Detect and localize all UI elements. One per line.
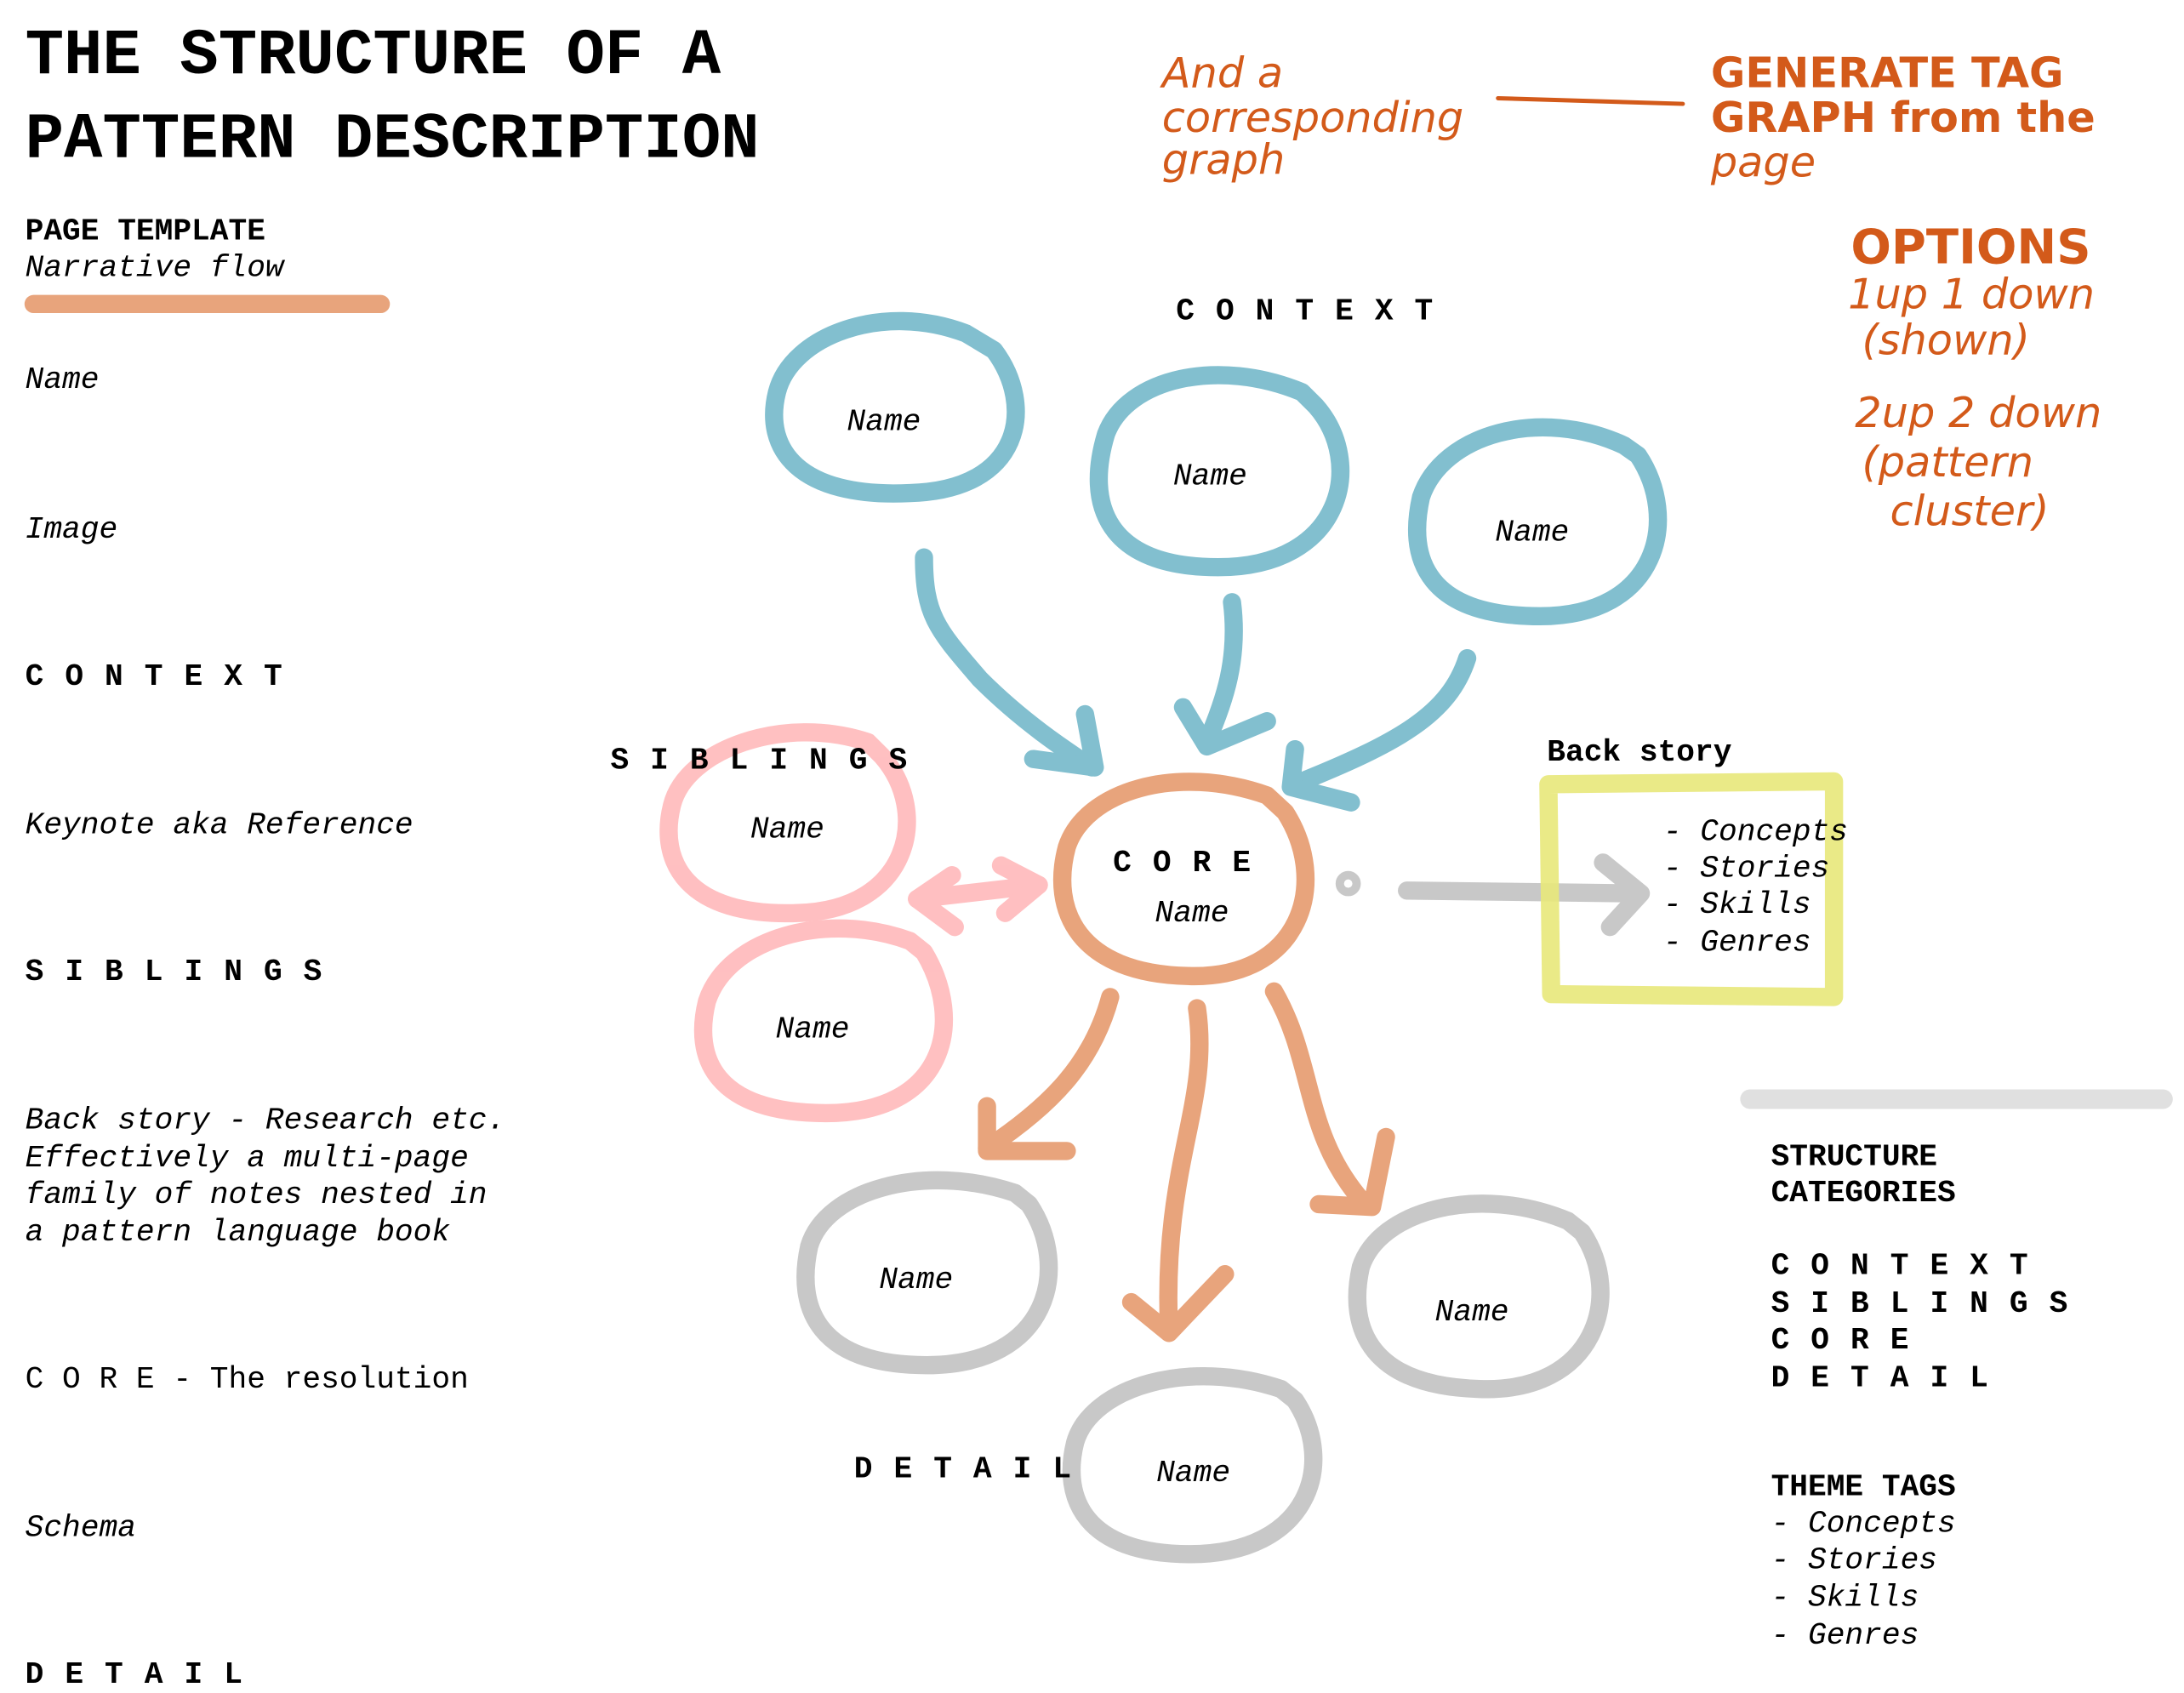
template-siblings: S I B L I N G S [26, 955, 323, 989]
title-line-2: PATTERN DESCRIPTION [26, 104, 760, 177]
template-name: Name [26, 362, 100, 397]
annotation-options-heading: OPTIONS [1850, 220, 2090, 276]
sibling-nodes [659, 723, 1048, 1123]
narrative-flow-label: Narrative flow [26, 250, 286, 285]
annotation-option-2-note-2: cluster) [1890, 486, 2049, 535]
annotation-option-2: 2up 2 down [1855, 388, 2101, 437]
graph-detail-label: D E T A I L [854, 1451, 1073, 1486]
graph-core-label: C O R E [1113, 846, 1252, 881]
context-arrowhead-2 [1173, 698, 1276, 756]
backstory-title: Back story [1547, 735, 1731, 770]
page-template-heading: PAGE TEMPLATE [26, 214, 265, 249]
context-node-circle-1 [765, 311, 1025, 503]
detail-node-circle-3 [1062, 1366, 1323, 1564]
context-node-2[interactable]: Name [1173, 459, 1247, 494]
context-node-circle-3 [1408, 418, 1668, 626]
detail-arrow-3 [1264, 982, 1375, 1214]
context-node-1[interactable]: Name [847, 404, 921, 439]
detail-node-1[interactable]: Name [879, 1263, 953, 1297]
template-core: C O R E - The resolution [26, 1362, 469, 1397]
detail-arrowhead-3 [1309, 1127, 1395, 1217]
annotation-option-1: 1up 1 down [1848, 269, 2095, 318]
annotation-generate-3: page [1710, 138, 1816, 187]
backstory-box [1539, 772, 1844, 1006]
sibling-arrow [908, 875, 1048, 909]
backstory-dot [1335, 870, 1361, 897]
context-arrow-1 [915, 548, 1102, 777]
detail-node-circle-1 [796, 1171, 1058, 1375]
detail-arrow-1 [978, 988, 1120, 1158]
detail-nodes [796, 853, 1651, 1564]
context-arrowhead-3 [1281, 739, 1360, 812]
theme-tags-heading: THEME TAGS [1771, 1470, 1956, 1505]
backstory-arrow [1398, 881, 1647, 903]
sibling-node-2[interactable]: Name [776, 1012, 850, 1047]
theme-skills: - Skills [1771, 1581, 1919, 1616]
template-context: C O N T E X T [26, 659, 284, 694]
detail-arrowhead-1 [978, 1097, 1076, 1160]
category-siblings: S I B L I N G S [1771, 1286, 2069, 1321]
annotation-option-2-note-1: (pattern [1862, 437, 2034, 487]
template-backstory-4: a pattern language book [26, 1215, 451, 1250]
category-core: C O R E [1771, 1323, 1911, 1358]
core-node-group [978, 772, 1395, 1342]
template-schema: Schema [26, 1510, 136, 1545]
structure-heading-1: STRUCTURE [1771, 1139, 1937, 1174]
context-arrow-2 [1197, 593, 1243, 752]
context-node-3[interactable]: Name [1495, 515, 1569, 550]
detail-arrow-2 [1159, 999, 1209, 1340]
category-context: C O N T E X T [1771, 1249, 2030, 1284]
template-detail: D E T A I L [26, 1657, 244, 1692]
title-line-1: THE STRUCTURE OF A [26, 20, 721, 93]
context-arrow-3 [1286, 648, 1477, 794]
sibling-node-1[interactable]: Name [750, 812, 824, 846]
theme-concepts: - Concepts [1771, 1506, 1956, 1541]
core-node[interactable]: Name [1155, 896, 1229, 931]
backstory-item-stories: - Stories [1663, 851, 1829, 886]
context-arrowhead-1 [1024, 704, 1104, 777]
theme-stories: - Stories [1771, 1542, 1937, 1577]
backstory-arrowhead [1594, 853, 1651, 937]
template-backstory-1: Back story - Research etc. [26, 1103, 506, 1138]
backstory-item-skills: - Skills [1663, 887, 1811, 922]
annotation-connector [1496, 96, 1685, 106]
graph-context-label: C O N T E X T [1176, 294, 1434, 328]
theme-genres: - Genres [1771, 1618, 1919, 1653]
detail-arrowhead-2 [1121, 1265, 1235, 1342]
sibling-node-circle-2 [693, 919, 954, 1123]
template-backstory-3: family of notes nested in [26, 1177, 488, 1212]
annotation-corresponding-2: corresponding [1162, 93, 1463, 142]
structure-heading-2: CATEGORIES [1771, 1176, 1956, 1211]
annotation-generate-2: GRAPH from the [1711, 93, 2096, 142]
graph-siblings-label: S I B L I N G S [610, 744, 908, 778]
sibling-node-circle-1 [659, 723, 916, 923]
template-keynote: Keynote aka Reference [26, 807, 413, 842]
detail-node-3[interactable]: Name [1156, 1456, 1230, 1491]
category-detail: D E T A I L [1771, 1360, 1990, 1395]
annotation-generate-1: GENERATE TAG [1711, 48, 2064, 97]
annotation-corresponding-3: graph [1162, 134, 1286, 184]
annotation-option-1-note: (shown) [1862, 316, 2030, 365]
template-image: Image [26, 512, 118, 547]
sibling-arrowhead-right [991, 856, 1048, 922]
core-node-circle [1052, 772, 1315, 985]
context-nodes [765, 311, 1668, 812]
backstory-item-concepts: - Concepts [1663, 815, 1848, 850]
detail-node-2[interactable]: Name [1435, 1295, 1509, 1330]
detail-node-circle-2 [1348, 1194, 1610, 1399]
annotation-corresponding-1: And a [1160, 48, 1283, 97]
sibling-arrowhead-left [908, 866, 964, 937]
context-node-circle-2 [1089, 366, 1349, 577]
template-backstory-2: Effectively a multi-page [26, 1141, 469, 1176]
backstory-item-genres: - Genres [1663, 926, 1811, 961]
